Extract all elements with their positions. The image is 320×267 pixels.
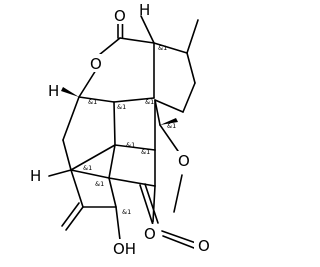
bond-c20-c21 [114,144,156,151]
bond-c20-c22 [108,144,116,179]
bond-c24-c26 [70,169,84,208]
bond-carbonyl-c13 [119,37,155,44]
bond-c24-c20 [70,144,116,171]
bond-c13-c14 [153,42,188,54]
wedge-layer [61,87,178,125]
bond-c22-c25 [108,177,117,208]
atom-o-aldehyde: O [198,237,210,255]
stereo-label: &1 [95,180,104,188]
bond-layer [48,15,199,249]
bond-c25-oh [115,206,121,241]
bond-mid-down [152,185,156,223]
stereo-label: &1 [141,148,150,156]
stereo-label: &1 [117,103,126,111]
bond-c11-c12 [113,97,155,103]
bond-h-left [48,169,72,177]
bond-oright-c19 [173,174,183,213]
atom-h-top: H [139,1,150,19]
stereo-label: &1 [145,98,154,106]
atom-h-left: H [30,167,41,185]
atom-label-layer: O O O O O H H H OH [30,1,212,258]
bond-methyl [186,19,199,54]
atom-h-ring: H [48,82,59,100]
bond-h-top [140,15,155,44]
wedge-h-right [160,118,178,125]
bond-c17-c18 [154,99,161,126]
atom-o-ring-left: O [90,55,102,73]
bond-c18-oright [159,124,179,152]
carbonyl-mid-b [144,183,159,224]
bond-c11-c20 [113,101,116,146]
atom-oh: OH [113,240,136,258]
bond-c14-c15 [186,52,196,84]
stereo-label: &1 [122,208,131,216]
bond-c16-c17 [154,99,184,113]
carbonyl-mid-a [139,184,154,226]
bond-oring-c9 [78,69,97,98]
atom-o-ring-right: O [178,152,190,170]
wedge-h-ring [61,87,79,97]
stereo-label: &1 [158,44,167,52]
bond-carbonyl-oring [98,37,121,56]
bond-bridge [70,169,110,179]
methylene-a [65,206,84,231]
aldehyde-b [162,235,195,249]
bond-c9-c23 [62,96,80,141]
bond-c9-c11 [78,96,115,103]
bond-c15-c16 [182,82,196,113]
stereo-label: &1 [83,164,92,172]
stereo-label: &1 [167,122,176,130]
atom-o-carbonyl-mid: O [144,225,156,243]
aldehyde-a [161,230,197,244]
bond-c22-carbonyl [108,177,156,187]
bond-c23-c24 [62,139,72,171]
stereo-label: &1 [88,98,97,106]
stereo-label: &1 [126,141,135,149]
chemical-structure: O O O O O H H H OH &1 &1 &1 &1 &1 &1 &1 … [30,1,212,258]
atom-o-carbonyl-top: O [114,7,126,25]
stereo-label-layer: &1 &1 &1 &1 &1 &1 &1 &1 &1 &1 [83,44,176,216]
methylene-b [61,202,80,227]
